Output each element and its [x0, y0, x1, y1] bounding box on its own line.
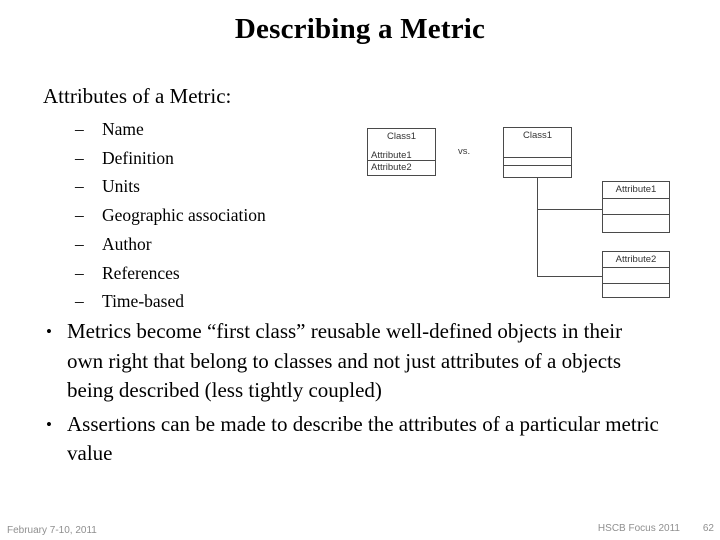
- footer-page-number: 62: [702, 523, 714, 534]
- bullet-icon: •: [46, 322, 52, 341]
- dash-bullet-icon: –: [75, 262, 84, 283]
- list-item-label: Geographic association: [102, 205, 266, 226]
- slide-title: Describing a Metric: [234, 13, 486, 45]
- list-item-label: References: [102, 262, 180, 283]
- class-attribute: Attribute1: [368, 150, 435, 161]
- list-item: – Author: [75, 230, 266, 259]
- empty-compartment: [603, 284, 669, 296]
- uml-class-box-expanded: Class1: [503, 127, 572, 178]
- dash-bullet-icon: –: [75, 119, 84, 139]
- section-heading: Attributes of a Metric:: [43, 84, 232, 108]
- list-item-label: Time-based: [102, 291, 184, 312]
- footer-event-name: HSCB Focus 2011: [597, 523, 680, 534]
- dash-bullet-icon: –: [75, 233, 84, 254]
- empty-compartment: [603, 199, 669, 215]
- list-item-label: Name: [102, 119, 144, 139]
- list-item-label: Units: [102, 176, 140, 197]
- bullet-text: Metrics become “first class” reusable we…: [67, 319, 623, 403]
- list-item-label: Definition: [102, 147, 174, 168]
- connector-line-vertical: [537, 178, 538, 277]
- uml-class-box-compact: Class1 Attribute1 Attribute2: [367, 128, 436, 176]
- class-title: Attribute2: [603, 252, 669, 268]
- list-item: – Definition: [75, 144, 266, 173]
- empty-compartment: [504, 166, 571, 176]
- bullet-item: • Assertions can be made to describe the…: [46, 410, 660, 469]
- list-item-label: Author: [102, 233, 152, 254]
- empty-compartment: [603, 215, 669, 231]
- dash-bullet-icon: –: [75, 291, 84, 312]
- dash-bullet-icon: –: [75, 205, 84, 226]
- class-title: Class1: [386, 131, 417, 142]
- class-attribute: Attribute2: [371, 162, 412, 173]
- list-item: – Name: [75, 115, 266, 144]
- bullet-text: Assertions can be made to describe the a…: [67, 411, 659, 466]
- uml-class-box-attribute1: Attribute1: [602, 181, 670, 233]
- class-title: Class1: [504, 128, 571, 158]
- empty-compartment: [504, 158, 571, 166]
- bullet-paragraphs: • Metrics become “first class” reusable …: [46, 317, 660, 469]
- list-item: – Geographic association: [75, 201, 266, 230]
- dash-bullet-icon: –: [75, 176, 84, 197]
- empty-compartment: [603, 268, 669, 284]
- list-item: – Units: [75, 172, 266, 201]
- vs-label: vs.: [458, 146, 471, 157]
- attribute-list: – Name – Definition – Units – Geographic…: [75, 115, 266, 316]
- bullet-item: • Metrics become “first class” reusable …: [46, 317, 660, 406]
- list-item: – References: [75, 259, 266, 288]
- uml-class-box-attribute2: Attribute2: [602, 251, 670, 298]
- connector-line-horizontal: [537, 276, 602, 277]
- class-title: Attribute1: [603, 182, 669, 199]
- footer-date: February 7-10, 2011: [7, 525, 97, 536]
- list-item: – Time-based: [75, 287, 266, 316]
- bullet-icon: •: [46, 414, 52, 434]
- dash-bullet-icon: –: [75, 147, 84, 168]
- connector-line-horizontal: [537, 209, 602, 210]
